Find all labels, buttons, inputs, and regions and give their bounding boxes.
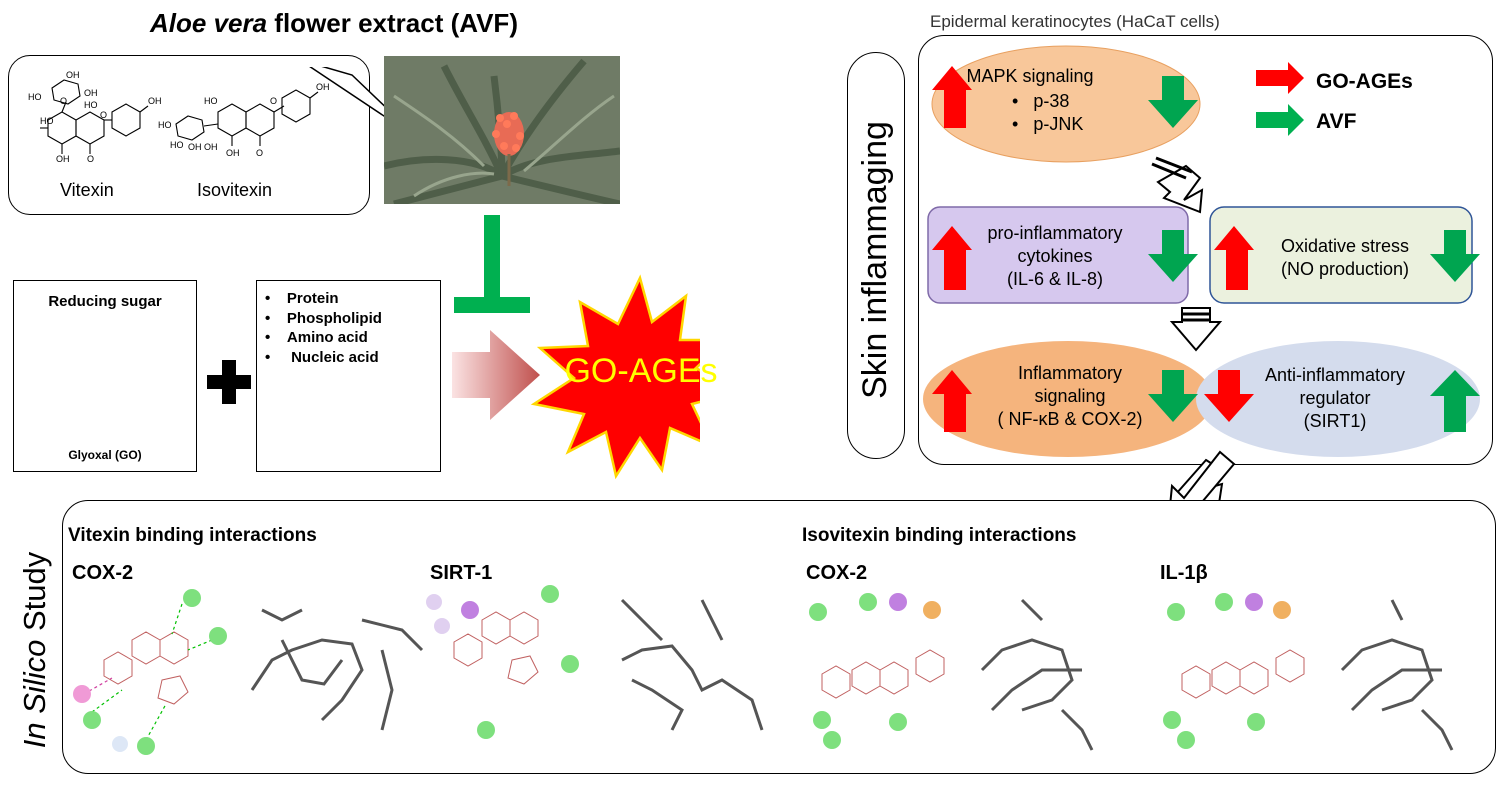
svg-text:O: O bbox=[100, 110, 107, 120]
inhibition-bar bbox=[454, 297, 530, 313]
cell-type-title: Epidermal keratinocytes (HaCaT cells) bbox=[930, 12, 1220, 31]
svg-text:OH: OH bbox=[226, 148, 240, 158]
list-item: • Nucleic acid bbox=[265, 348, 379, 366]
down-arrows-green bbox=[1148, 76, 1480, 422]
svg-text:O: O bbox=[60, 96, 67, 106]
vitexin-binding-title: Vitexin binding interactions bbox=[68, 525, 317, 546]
vitexin-cox2-3d-diagram bbox=[250, 608, 424, 731]
isovitexin-cox2-3d-diagram bbox=[980, 598, 1094, 751]
svg-text:HO: HO bbox=[40, 116, 54, 126]
vitexin-cox2-2d-diagram bbox=[73, 589, 227, 755]
isovitexin-il1b-2d-diagram bbox=[1163, 593, 1305, 749]
mapk-item: • p-38 bbox=[1012, 91, 1070, 111]
list-item: • Phospholipid bbox=[265, 309, 382, 327]
mapk-node bbox=[931, 45, 1201, 163]
avf-title: Aloe vera flower extract (AVF) bbox=[150, 8, 518, 38]
in-silico-side-label: In Silico Study bbox=[17, 551, 52, 749]
vitexin-sirt1-2d-diagram bbox=[426, 585, 579, 739]
svg-text:OH: OH bbox=[148, 96, 162, 106]
isovitexin-label: Isovitexin bbox=[197, 180, 273, 200]
vitexin-label: Vitexin bbox=[60, 180, 114, 200]
skin-inflammaging-label: Skin inflammaging bbox=[856, 121, 894, 399]
svg-text:HO: HO bbox=[28, 92, 42, 102]
inflammatory-node bbox=[923, 341, 1213, 457]
vitexin-structure bbox=[40, 79, 149, 154]
panel-title: SIRT-1 bbox=[430, 562, 493, 584]
svg-text:OH: OH bbox=[188, 142, 202, 152]
sirt1-down-red-arrow bbox=[1204, 370, 1254, 422]
up-arrows-red bbox=[932, 66, 1254, 432]
svg-text:HO: HO bbox=[204, 96, 218, 106]
glyoxal-label: Glyoxal (GO) bbox=[68, 448, 142, 462]
legend-green-arrow bbox=[1256, 104, 1304, 136]
svg-text:OH: OH bbox=[316, 82, 330, 92]
svg-text:OH: OH bbox=[84, 88, 98, 98]
flow-arrow-stripes bbox=[1151, 156, 1210, 322]
oxidative-stress-text: Oxidative stress(NO production) bbox=[1280, 236, 1410, 279]
mapk-title: MAPK signaling bbox=[966, 66, 1094, 86]
go-ages-burst bbox=[530, 274, 700, 480]
svg-text:OH: OH bbox=[56, 154, 70, 164]
biomolecule-list: • Protein • Phospholipid • Amino acid • … bbox=[265, 289, 382, 367]
cell-mechanism-graphics bbox=[923, 45, 1480, 527]
reducing-sugar-title: Reducing sugar bbox=[48, 293, 162, 310]
isovitexin-structure bbox=[175, 89, 319, 146]
isovitexin-il1b-3d-diagram bbox=[1340, 599, 1454, 751]
vitexin-sirt1-3d-diagram bbox=[620, 598, 764, 731]
docking-diagrams bbox=[73, 585, 1454, 755]
isovitexin-binding-title: Isovitexin binding interactions bbox=[802, 525, 1077, 546]
panel-title: COX-2 bbox=[806, 562, 868, 584]
skin-inflammaging-oval bbox=[847, 52, 905, 459]
legend-avf-label: AVF bbox=[1316, 110, 1357, 133]
aloe-flower-photo bbox=[384, 56, 620, 204]
legend-go-ages-label: GO-AGEs bbox=[1316, 70, 1413, 93]
sirt1-up-green-arrow bbox=[1430, 370, 1480, 432]
svg-text:HO: HO bbox=[170, 140, 184, 150]
svg-text:OH: OH bbox=[66, 70, 80, 80]
inhibition-stem bbox=[484, 215, 500, 305]
reducing-sugar-box: Reducing sugar Glyoxal (GO) bbox=[13, 280, 197, 472]
svg-text:HO: HO bbox=[158, 120, 172, 130]
go-ages-burst-label: GO-AGEs bbox=[564, 352, 718, 390]
mapk-item: • p-JNK bbox=[1012, 114, 1084, 134]
callout-tail-mask bbox=[298, 57, 354, 67]
legend-red-arrow bbox=[1256, 62, 1304, 94]
svg-text:HO: HO bbox=[84, 100, 98, 110]
anti-inflammatory-node bbox=[1196, 341, 1480, 457]
biomolecule-box: • Protein • Phospholipid • Amino acid • … bbox=[256, 280, 441, 472]
svg-text:O: O bbox=[270, 96, 277, 106]
isovitexin-cox2-2d-diagram bbox=[809, 593, 945, 749]
svg-text:O: O bbox=[87, 154, 94, 164]
svg-text:O: O bbox=[256, 148, 263, 158]
list-item: • Protein bbox=[265, 290, 339, 307]
plus-horizontal bbox=[207, 375, 251, 389]
panel-title: IL-1β bbox=[1160, 562, 1208, 584]
svg-text:OH: OH bbox=[204, 142, 218, 152]
panel-title: COX-2 bbox=[72, 562, 134, 584]
reaction-arrow bbox=[452, 330, 540, 420]
list-item: • Amino acid bbox=[265, 329, 368, 346]
